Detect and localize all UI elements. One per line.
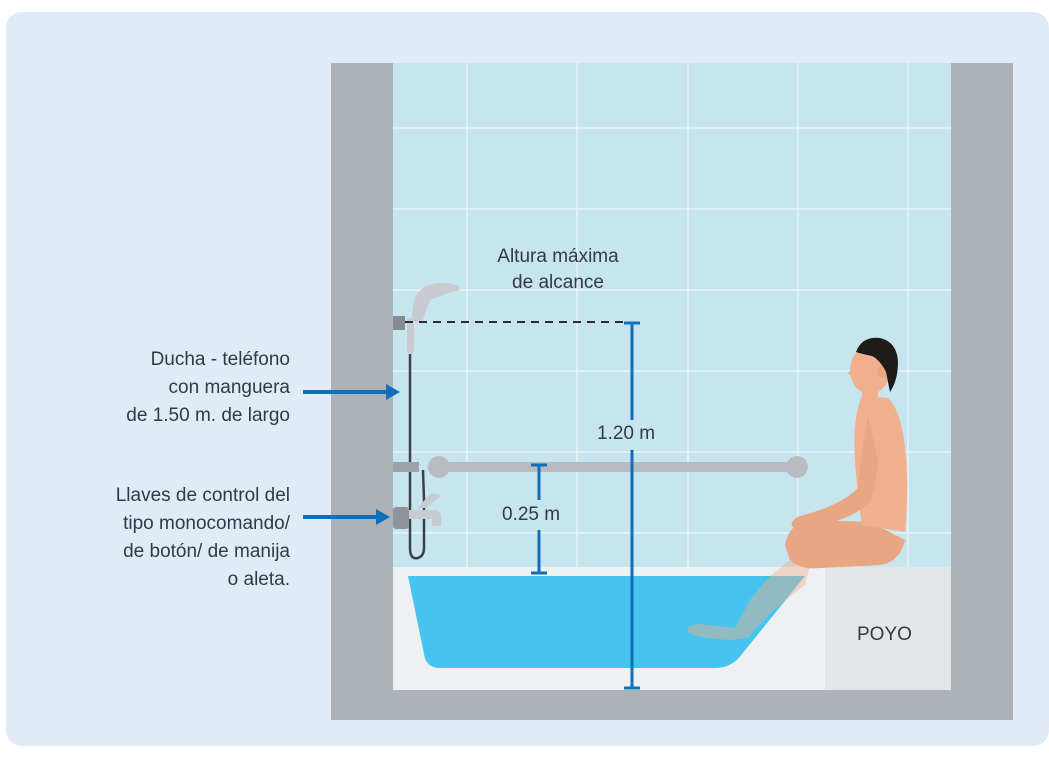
shower-label: Ducha - teléfono con manguera de 1.50 m.…	[40, 346, 290, 430]
faucet-line-3: de botón/ de manija	[123, 541, 290, 562]
grab-bar	[393, 456, 808, 478]
max-reach-line-2: de alcance	[512, 272, 604, 293]
water	[408, 576, 805, 668]
faucet-arrow	[303, 509, 390, 525]
height-bar-label: 0.25 m	[502, 504, 561, 525]
max-reach-line-1: Altura máxima	[497, 246, 619, 267]
dimension-0-25m	[531, 463, 547, 575]
dimension-1-20m	[624, 321, 640, 690]
shower-line-3: de 1.50 m. de largo	[126, 405, 290, 426]
faucet-line-4: o aleta.	[227, 569, 290, 590]
faucet-icon	[393, 493, 441, 529]
bench-label: POYO	[857, 624, 912, 645]
shower-line-1: Ducha - teléfono	[150, 349, 290, 370]
max-reach-label: Altura máxima de alcance	[465, 244, 651, 296]
tile-grid	[393, 63, 951, 583]
faucet-label: Llaves de control del tipo monocomando/ …	[20, 482, 290, 594]
height-total-label: 1.20 m	[597, 423, 656, 444]
person-icon	[687, 337, 908, 640]
faucet-line-1: Llaves de control del	[115, 485, 290, 506]
shower-arrow	[303, 384, 400, 400]
shower-line-2: con manguera	[168, 377, 290, 398]
bench	[825, 567, 951, 690]
faucet-line-2: tipo monocomando/	[123, 513, 290, 534]
shower-phone-icon	[393, 282, 460, 560]
